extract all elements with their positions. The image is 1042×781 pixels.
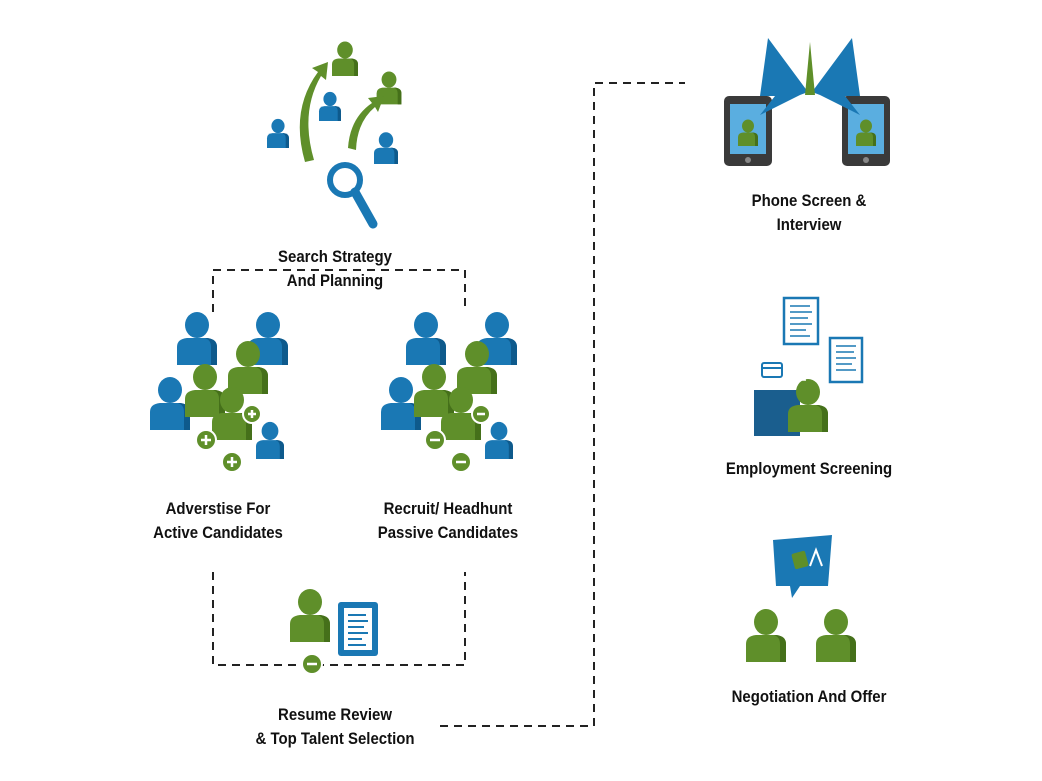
search-people-icon [267, 41, 402, 229]
step-label-recruit-line1: Recruit/ Headhunt [383, 499, 513, 518]
connector-lines [212, 82, 685, 727]
people-minus-icon [381, 312, 517, 473]
step-label-negotiation: Negotiation And Offer [712, 685, 906, 709]
connector-search-branch [212, 269, 466, 312]
step-label-recruit: Recruit/ Headhunt Passive Candidates [360, 497, 536, 545]
step-label-advertise-line2: Active Candidates [153, 523, 283, 542]
step-label-advertise-line1: Adverstise For [165, 499, 271, 518]
step-label-phone-line1: Phone Screen & [751, 191, 867, 210]
step-label-search: Search Strategy And Planning [247, 245, 423, 293]
step-label-phone: Phone Screen & Interview [721, 189, 897, 237]
step-label-search-line2: And Planning [286, 271, 384, 290]
step-label-negotiation-line1: Negotiation And Offer [731, 687, 887, 706]
negotiation-icon [746, 535, 856, 662]
step-label-employment: Employment Screening [712, 457, 906, 481]
step-label-resume: Resume Review & Top Talent Selection [238, 703, 432, 751]
step-label-employment-line1: Employment Screening [725, 459, 893, 478]
connector-resume-merge [212, 572, 466, 666]
step-label-resume-line1: Resume Review [278, 705, 392, 724]
people-plus-icon [150, 312, 288, 473]
connector-to-phone [440, 82, 685, 727]
step-label-resume-line2: & Top Talent Selection [255, 729, 415, 748]
document-screening-icon [754, 296, 864, 436]
person-resume-icon [290, 589, 378, 675]
step-label-recruit-line2: Passive Candidates [377, 523, 519, 542]
step-label-phone-line2: Interview [776, 215, 842, 234]
tablet-interview-icon [724, 38, 890, 166]
step-label-advertise: Adverstise For Active Candidates [130, 497, 306, 545]
step-label-search-line1: Search Strategy [278, 247, 392, 266]
